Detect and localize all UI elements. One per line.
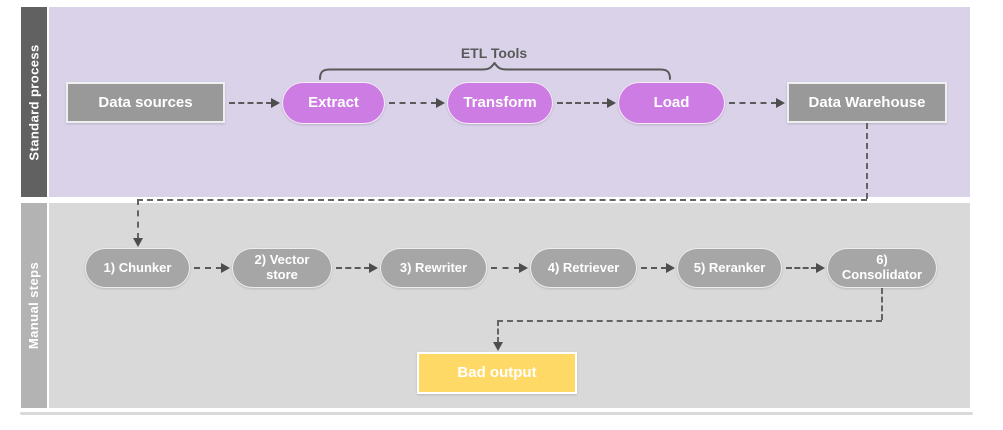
node-vector-store: 2) Vector store <box>232 248 332 288</box>
etl-tools-label: ETL Tools <box>460 45 528 61</box>
arrowhead-right-icon <box>519 263 528 273</box>
node-reranker: 5) Reranker <box>677 248 782 288</box>
arrowhead-right-icon <box>776 98 785 108</box>
lane-label-standard-process-text: Standard process <box>26 43 42 161</box>
arrow-datasources-extract <box>229 98 280 108</box>
arrow-extract-transform <box>389 98 445 108</box>
arrowhead-down-icon <box>493 342 503 351</box>
arrowhead-right-icon <box>221 263 230 273</box>
node-reranker-label: 5) Reranker <box>693 259 766 275</box>
node-consolidator: 6) Consolidator <box>827 248 937 288</box>
arrowhead-right-icon <box>436 98 445 108</box>
lane-label-manual-steps: Manual steps <box>21 203 47 408</box>
node-retriever: 4) Retriever <box>530 248 637 288</box>
node-load: Load <box>618 82 725 124</box>
node-transform-label: Transform <box>463 94 537 112</box>
connector-consolidator-badoutput-segment <box>881 288 883 320</box>
etl-tools-brace-icon <box>319 62 671 80</box>
arrow-load-warehouse <box>729 98 785 108</box>
connector-warehouse-chunker-segment <box>137 199 867 201</box>
node-extract-label: Extract <box>308 94 359 112</box>
node-data-warehouse-label: Data Warehouse <box>808 93 926 111</box>
arrowhead-right-icon <box>816 263 825 273</box>
arrow-reranker-consolidator <box>786 263 825 273</box>
arrow-retriever-reranker <box>641 263 675 273</box>
arrow-transform-load <box>557 98 616 108</box>
node-retriever-label: 4) Retriever <box>547 259 620 275</box>
node-consolidator-label: 6) Consolidator <box>841 252 923 282</box>
arrowhead-right-icon <box>369 263 378 273</box>
arrowhead-right-icon <box>271 98 280 108</box>
bottom-divider <box>20 412 973 415</box>
arrow-chunker-vectorstore <box>194 263 230 273</box>
arrow-rewriter-retriever <box>491 263 528 273</box>
arrowhead-right-icon <box>607 98 616 108</box>
node-chunker-label: 1) Chunker <box>103 259 172 275</box>
arrow-vectorstore-rewriter <box>336 263 378 273</box>
node-transform: Transform <box>447 82 553 124</box>
connector-warehouse-chunker-segment <box>866 123 868 199</box>
arrowhead-right-icon <box>666 263 675 273</box>
node-bad-output: Bad output <box>417 352 577 394</box>
node-vector-store-label: 2) Vector store <box>254 252 310 282</box>
arrowhead-down-icon <box>133 238 143 247</box>
node-chunker: 1) Chunker <box>85 248 190 288</box>
node-extract: Extract <box>282 82 385 124</box>
node-data-sources-label: Data sources <box>98 93 193 111</box>
node-data-sources: Data sources <box>66 82 225 123</box>
connector-warehouse-chunker-segment <box>137 199 139 239</box>
node-load-label: Load <box>653 94 690 112</box>
node-rewriter: 3) Rewriter <box>380 248 487 288</box>
node-bad-output-label: Bad output <box>457 364 537 382</box>
connector-consolidator-badoutput-segment <box>497 320 499 343</box>
node-rewriter-label: 3) Rewriter <box>399 259 468 275</box>
lane-label-manual-steps-text: Manual steps <box>26 261 42 350</box>
lane-label-standard-process: Standard process <box>21 7 47 197</box>
node-data-warehouse: Data Warehouse <box>787 82 947 123</box>
connector-consolidator-badoutput-segment <box>497 320 882 322</box>
